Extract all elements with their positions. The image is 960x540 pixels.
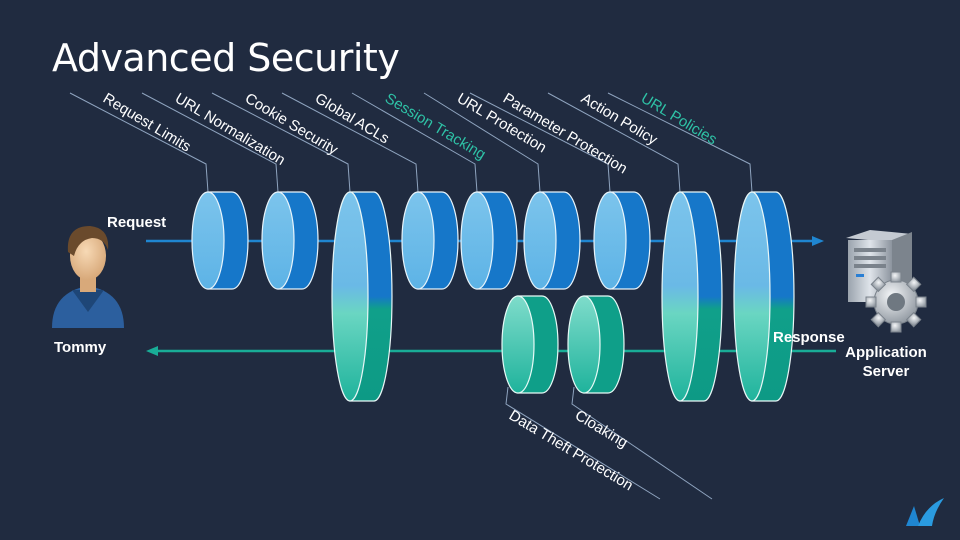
layer-disc-parameter-protection bbox=[593, 191, 651, 290]
leader-line-parameter-protection bbox=[469, 92, 611, 193]
gear-icon bbox=[865, 271, 927, 333]
leader-line-url-normalization bbox=[141, 92, 279, 193]
layer-disc-session-tracking bbox=[460, 191, 518, 290]
logo-icon bbox=[906, 498, 944, 526]
layer-label-data-theft-protection: Data Theft Protection bbox=[506, 407, 636, 494]
server-label-line2: Server bbox=[863, 363, 910, 380]
leader-lines bbox=[69, 92, 753, 500]
leader-line-global-acls bbox=[281, 92, 419, 193]
slide-title: Advanced Security bbox=[52, 36, 400, 80]
layer-disc-url-policies bbox=[733, 191, 795, 402]
security-layers bbox=[191, 191, 795, 402]
layer-disc-cookie-security bbox=[331, 191, 393, 402]
response-arrow bbox=[146, 346, 836, 356]
request-label: Request bbox=[107, 214, 166, 231]
leader-line-cloaking bbox=[571, 386, 713, 500]
leader-line-session-tracking bbox=[351, 92, 478, 193]
leader-line-data-theft-protection bbox=[505, 386, 661, 500]
leader-line-url-protection bbox=[423, 92, 541, 193]
leader-line-request-limits bbox=[69, 92, 209, 193]
layer-disc-url-protection bbox=[523, 191, 581, 290]
server-label-line1: Application bbox=[845, 344, 927, 361]
leader-line-url-policies bbox=[607, 92, 753, 193]
user-icon bbox=[52, 226, 124, 328]
layer-disc-global-acls bbox=[401, 191, 459, 290]
layer-disc-data-theft-protection bbox=[501, 295, 559, 394]
client-label: Tommy bbox=[54, 339, 107, 356]
layer-label-cloaking: Cloaking bbox=[572, 407, 631, 452]
leader-line-action-policy bbox=[547, 92, 681, 193]
response-label: Response bbox=[773, 329, 845, 346]
leader-line-cookie-security bbox=[211, 92, 351, 193]
layer-disc-action-policy bbox=[661, 191, 723, 402]
layer-disc-url-normalization bbox=[261, 191, 319, 290]
layer-disc-request-limits bbox=[191, 191, 249, 290]
layer-disc-cloaking bbox=[567, 295, 625, 394]
